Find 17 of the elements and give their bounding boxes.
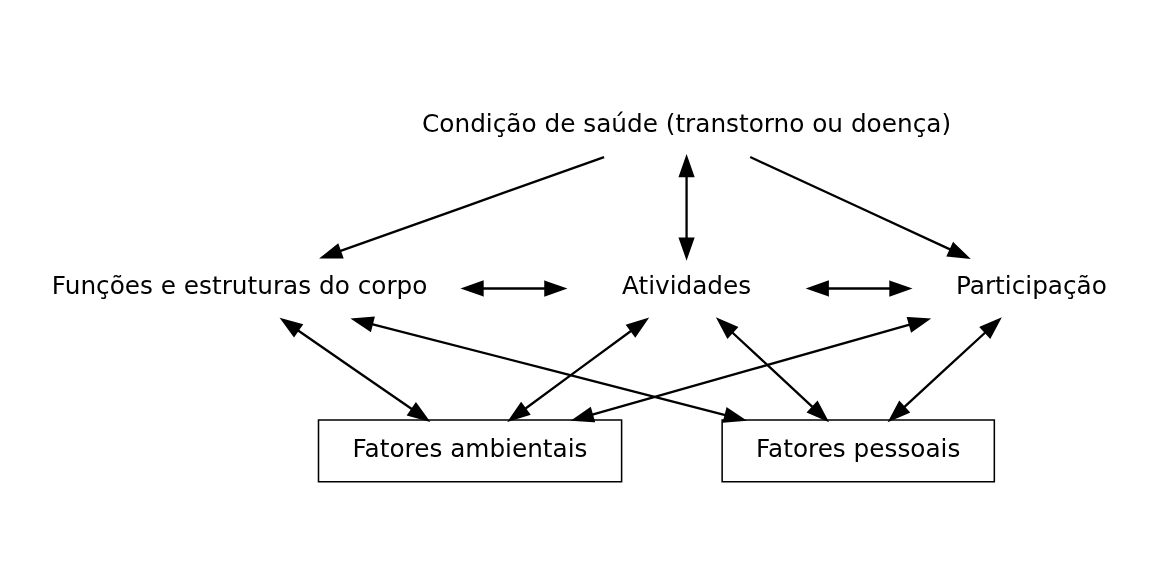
arrow (460, 279, 568, 297)
arrow (279, 317, 431, 422)
arrow (350, 316, 748, 423)
arrow (507, 317, 650, 422)
arrow (805, 279, 913, 297)
node-text: Atividades (621, 270, 752, 300)
arrow (678, 153, 695, 261)
node-text: Funções e estruturas do corpo (51, 270, 428, 300)
arrow (887, 316, 1002, 422)
node-text: Participação (955, 270, 1107, 300)
node-text: Condição de saúde (transtorno ou doença) (422, 108, 952, 138)
arrow (570, 316, 932, 422)
arrow (319, 155, 605, 259)
arrow (749, 155, 971, 259)
node-box: Fatores pessoais (721, 418, 996, 483)
arrow (715, 316, 830, 422)
node-box: Fatores ambientais (317, 418, 623, 483)
